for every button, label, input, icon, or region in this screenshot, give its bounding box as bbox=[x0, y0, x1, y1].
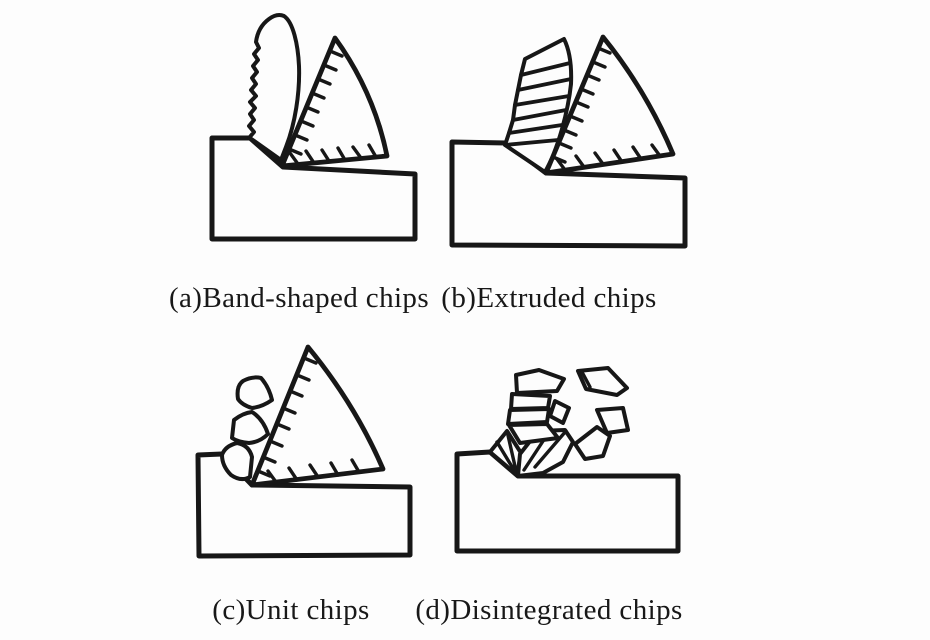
fragment-stack-4 bbox=[507, 422, 560, 445]
fragment-right-mid bbox=[595, 406, 630, 435]
fragment-fan-lines bbox=[495, 429, 519, 477]
cutting-tool-b bbox=[543, 34, 676, 176]
fragment-rhombus bbox=[548, 399, 571, 425]
cutting-tool-c bbox=[249, 344, 386, 488]
workpiece-d bbox=[454, 449, 681, 554]
fragment-top-right-line bbox=[580, 370, 592, 389]
panel-c-caption: (c)Unit chips bbox=[212, 594, 370, 626]
panel-a-drawing bbox=[209, 13, 418, 242]
unit-chip-1 bbox=[220, 441, 254, 482]
cutting-tool-a bbox=[279, 35, 390, 169]
tool-hatching-a bbox=[287, 49, 378, 166]
panel-c-drawing bbox=[195, 344, 413, 559]
chip-segment-lines-b bbox=[503, 61, 573, 147]
fragment-bottom-right bbox=[573, 425, 612, 461]
tool-hatching-b bbox=[551, 46, 662, 172]
tool-hatching-c bbox=[256, 356, 361, 484]
fragment-stack-2 bbox=[509, 392, 552, 411]
unit-chip-3 bbox=[235, 375, 274, 410]
fragment-stack-1 bbox=[514, 368, 566, 395]
panel-b-drawing bbox=[449, 34, 688, 249]
panel-d-caption: (d)Disintegrated chips bbox=[415, 594, 683, 626]
band-chip-a bbox=[247, 13, 302, 162]
panel-d-drawing bbox=[454, 366, 681, 554]
fragment-stack-3 bbox=[506, 407, 551, 426]
unit-chip-2 bbox=[230, 410, 270, 445]
panel-a-caption: (a)Band-shaped chips bbox=[168, 282, 430, 314]
panel-b-caption: (b)Extruded chips bbox=[441, 282, 657, 314]
